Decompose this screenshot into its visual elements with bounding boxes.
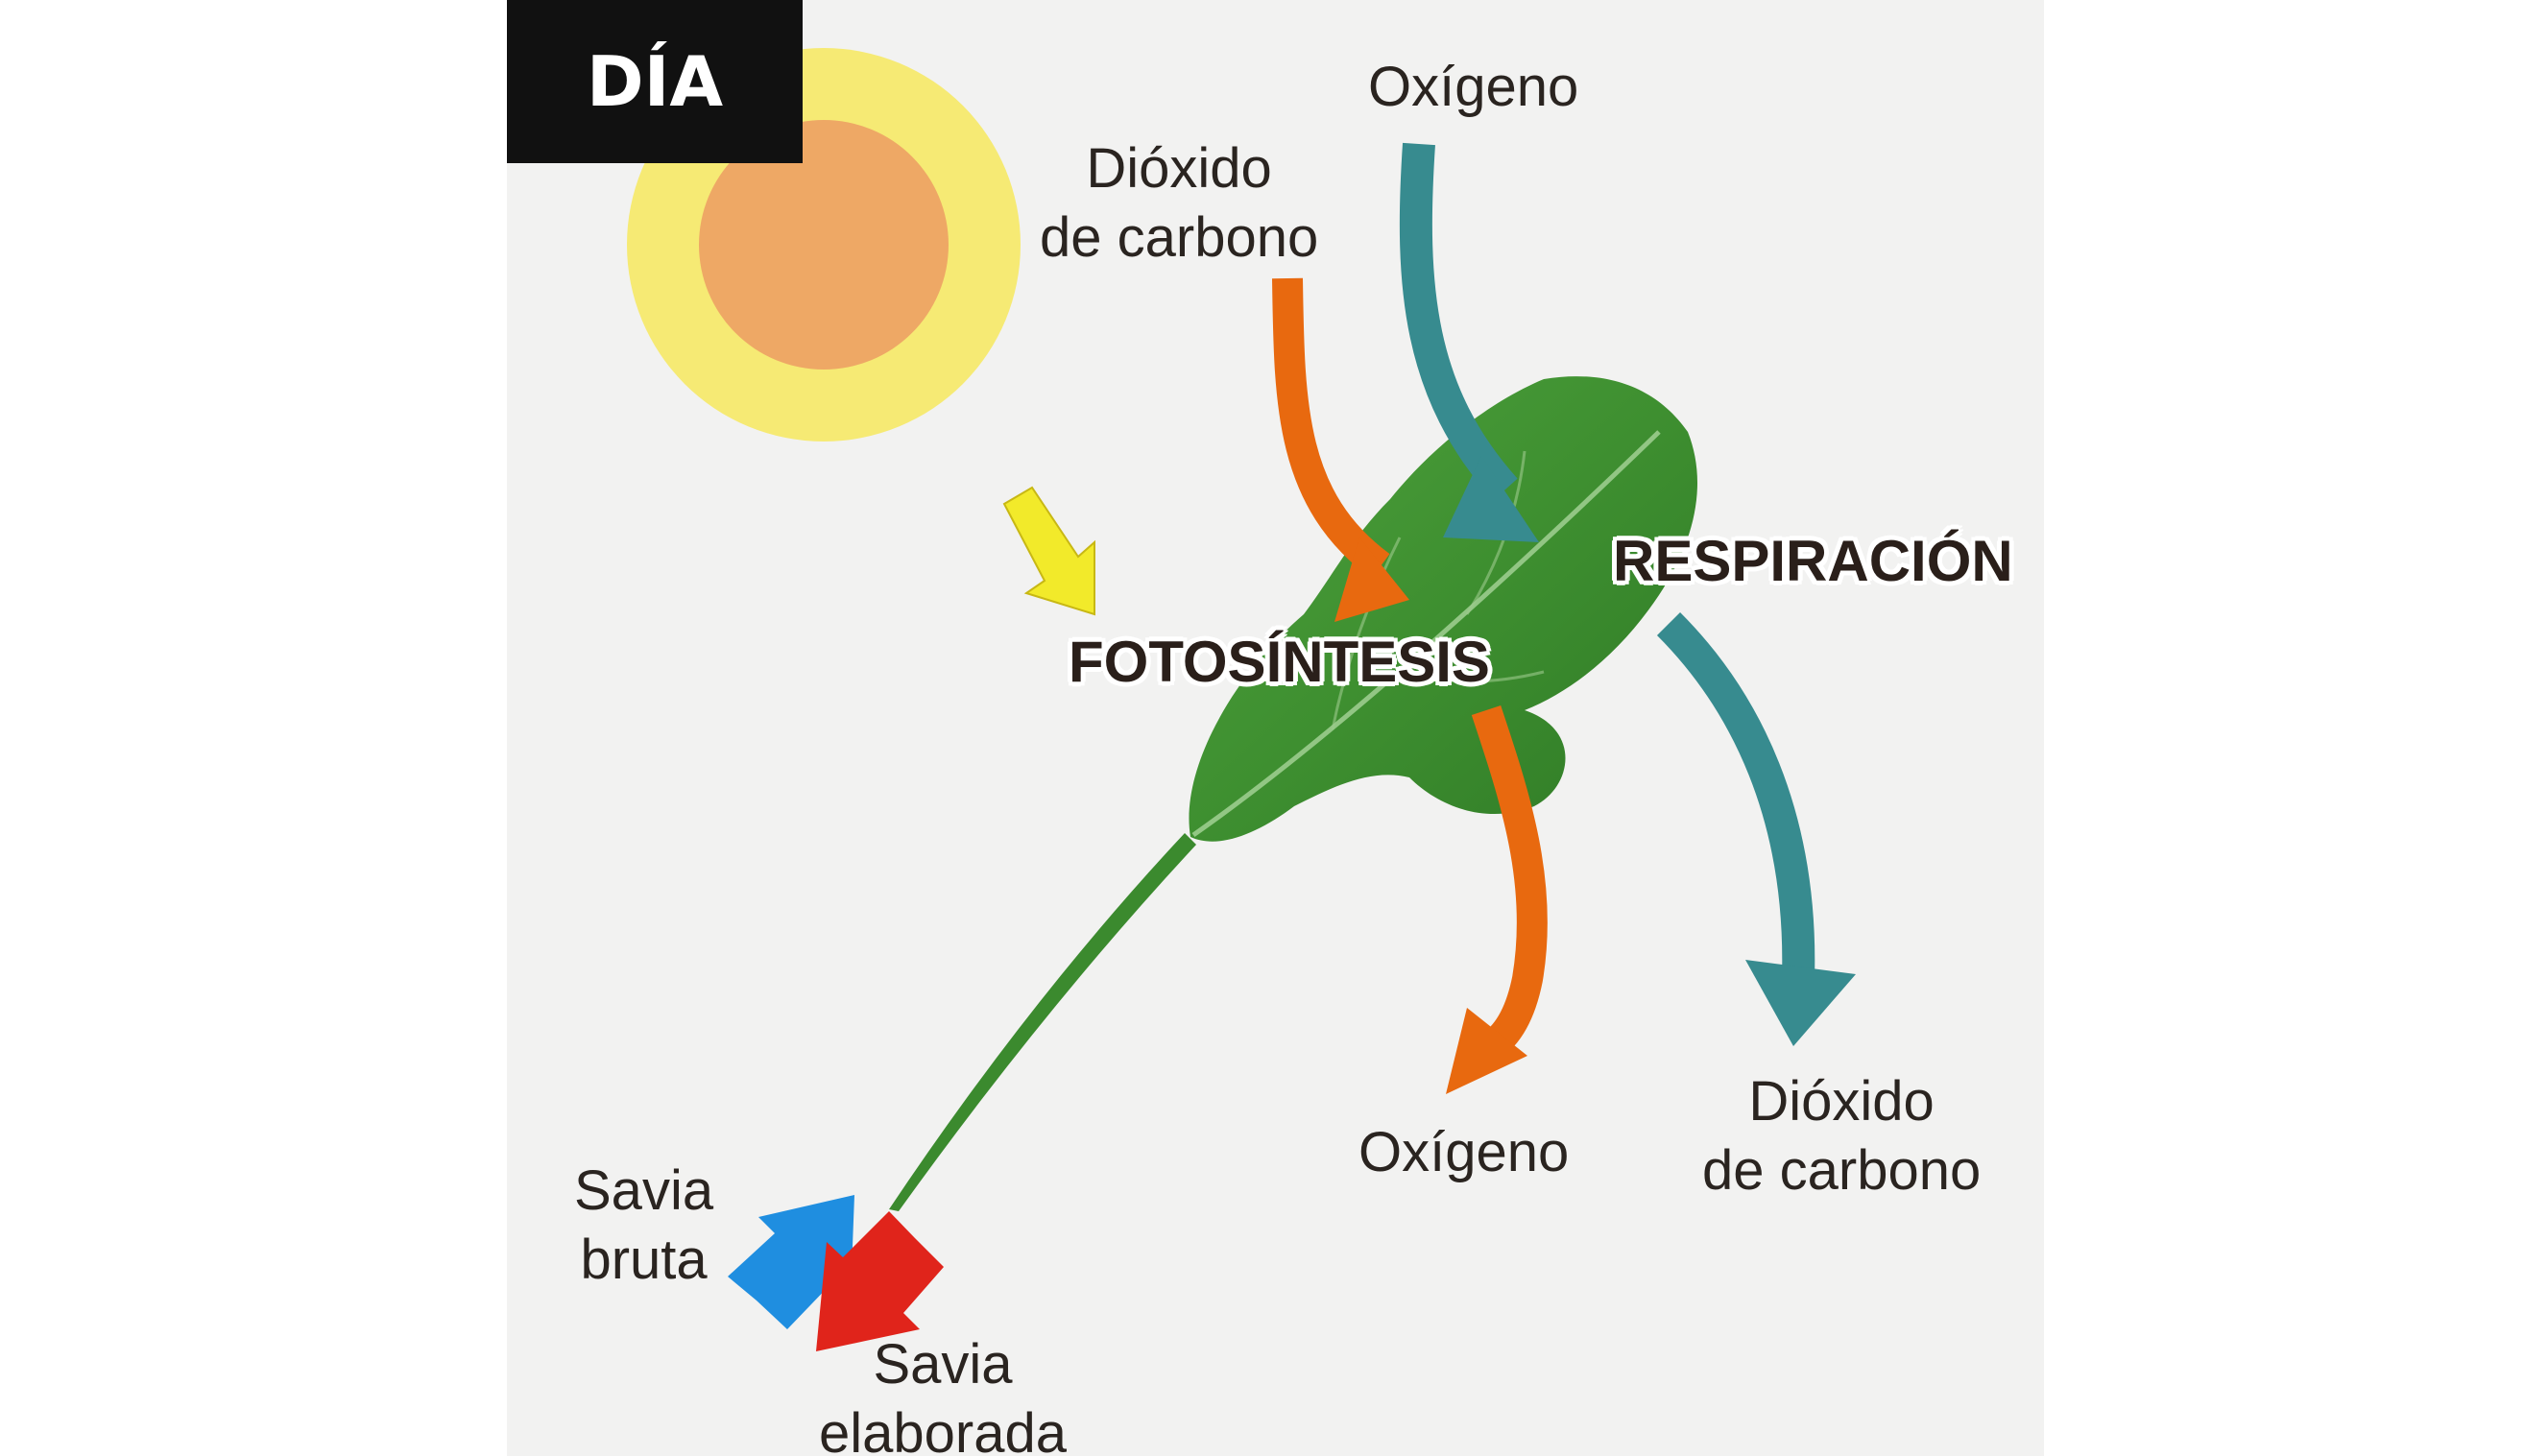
- savia-bruta-line-2: bruta: [580, 1229, 708, 1291]
- savia-bruta-label: Savia bruta: [574, 1157, 713, 1295]
- day-badge: DÍA: [507, 0, 803, 163]
- savia-elaborada-line-1: Savia: [873, 1333, 1013, 1396]
- savia-elaborada-label: Savia elaborada: [819, 1330, 1067, 1456]
- o2-in-arrow-icon: [1399, 142, 1539, 542]
- o2-in-label: Oxígeno: [1368, 56, 1579, 118]
- co2-in-arrow-icon: [1272, 277, 1409, 622]
- o2-out-label: Oxígeno: [1358, 1121, 1570, 1183]
- light-arrow-icon: [1002, 486, 1095, 616]
- diagram-art: [627, 48, 1856, 1351]
- o2-out-arrow-icon: [1446, 704, 1548, 1094]
- savia-elaborada-arrow-icon: [816, 1211, 944, 1351]
- co2-out-line-2: de carbono: [1702, 1139, 1982, 1202]
- leaf-icon: [889, 376, 1697, 1211]
- co2-in-line-2: de carbono: [1040, 206, 1319, 269]
- savia-elaborada-line-2: elaborada: [819, 1402, 1067, 1456]
- co2-out-arrow-icon: [1656, 611, 1856, 1046]
- co2-in-label: Dióxido de carbono: [1040, 134, 1318, 273]
- savia-bruta-arrow-icon: [728, 1195, 854, 1329]
- co2-out-line-1: Dióxido: [1748, 1070, 1935, 1133]
- photosynthesis-label: FOTOSÍNTESIS: [1069, 630, 1490, 694]
- co2-in-line-1: Dióxido: [1086, 137, 1272, 200]
- savia-bruta-line-1: Savia: [574, 1159, 714, 1222]
- diagram-panel: DÍA Dióxido de carbono Oxígeno FOTOSÍNTE…: [507, 0, 2044, 1456]
- respiration-label: RESPIRACIÓN: [1613, 529, 2013, 593]
- co2-out-label: Dióxido de carbono: [1702, 1067, 1981, 1205]
